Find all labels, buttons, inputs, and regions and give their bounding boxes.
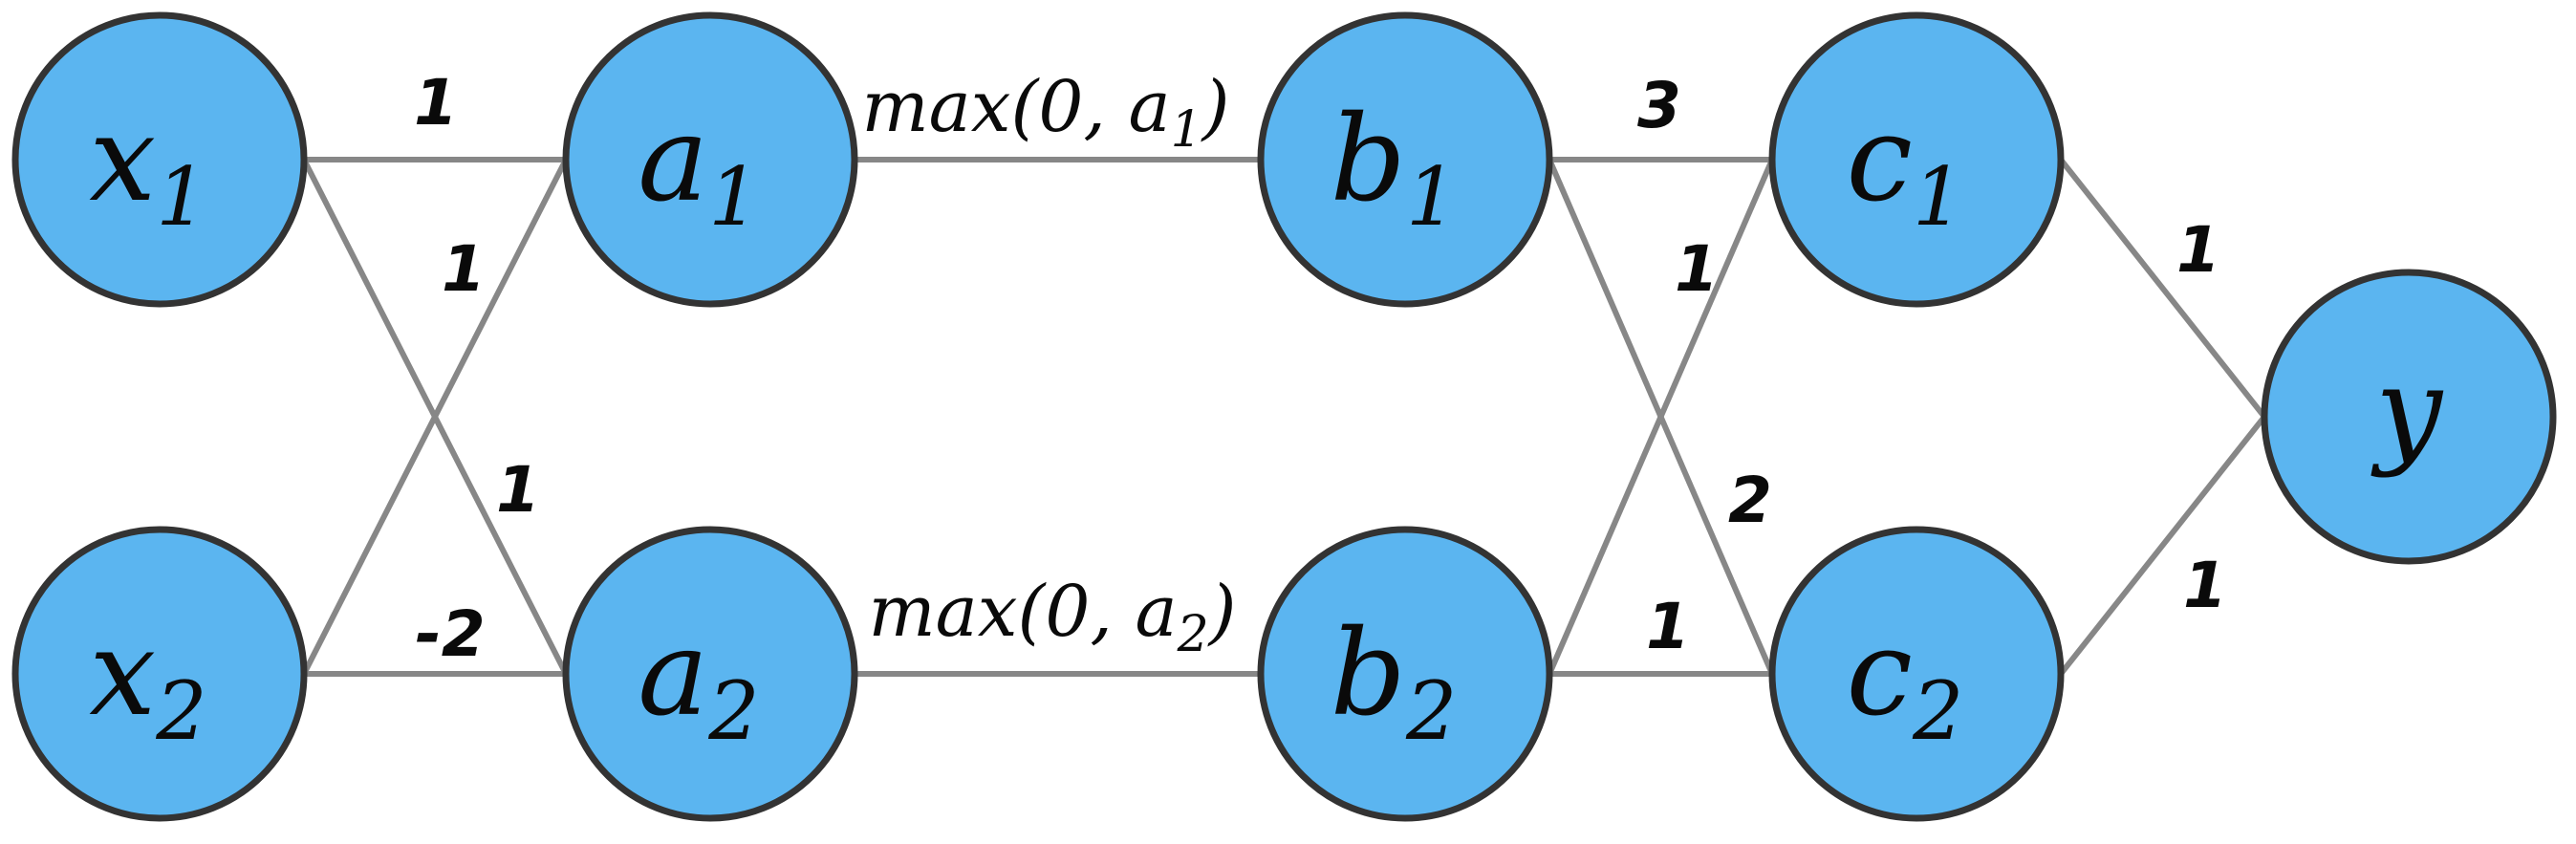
- activation-a2-b2-post: ): [1207, 571, 1237, 653]
- node-x1-base: x: [89, 91, 156, 228]
- nodes: [11, 11, 2557, 822]
- node-a2-label: a2: [638, 605, 759, 758]
- node-x2-circle: [11, 526, 308, 822]
- edge-b1-c2: [1547, 158, 1775, 676]
- node-x2-label: x2: [89, 605, 206, 758]
- node-y-circle: [2261, 269, 2557, 565]
- node-b2-label: b2: [1331, 605, 1458, 758]
- weight-c1-y: 1: [2176, 213, 2220, 287]
- node-c1-label: c1: [1847, 91, 1964, 244]
- activation-a2-b2-pre: max(0, a: [868, 571, 1177, 653]
- weight-b2-c2: 1: [1646, 590, 1690, 663]
- node-b2-circle: [1257, 526, 1553, 822]
- activation-a1-b1-pre: max(0, a: [861, 66, 1170, 148]
- node-x1-circle: [11, 11, 308, 308]
- node-a1-sub: 1: [708, 150, 759, 244]
- node-labels: x1 x2 a1 a2 b1 b2 c1 c2 y: [89, 91, 2444, 758]
- node-y-base: y: [2370, 342, 2444, 480]
- node-c2-circle: [1768, 526, 2065, 822]
- activation-a1-b1-sub: 1: [1171, 101, 1202, 159]
- node-b2-sub: 2: [1405, 664, 1457, 758]
- node-b1-sub: 1: [1406, 150, 1457, 244]
- activation-label-a2-b2: max(0, a2): [868, 571, 1236, 663]
- weight-b1-c1: 3: [1637, 69, 1681, 142]
- node-a1-circle: [562, 11, 858, 308]
- weight-x1-a1: 1: [414, 66, 458, 140]
- node-c1-base: c: [1847, 91, 1913, 228]
- weight-b2-c1: 1: [1675, 232, 1719, 306]
- activation-labels: max(0, a1) max(0, a2): [861, 66, 1236, 663]
- node-c2-sub: 2: [1912, 664, 1963, 758]
- node-x1-label: x1: [89, 91, 206, 244]
- node-x1-sub: 1: [156, 150, 206, 244]
- weight-c2-y: 1: [2183, 549, 2227, 622]
- node-y-label: y: [2370, 342, 2444, 480]
- edge-x1-a2: [301, 158, 569, 676]
- weight-x2-a1: 1: [442, 232, 486, 306]
- node-c1-circle: [1768, 11, 2065, 308]
- node-c1-sub: 1: [1913, 150, 1963, 244]
- weight-x2-a2: -2: [415, 597, 485, 671]
- activation-a1-b1-post: ): [1201, 66, 1230, 148]
- node-a2-base: a: [638, 605, 708, 743]
- node-b1-label: b1: [1331, 91, 1458, 244]
- node-a1-base: a: [638, 91, 708, 228]
- node-a2-circle: [562, 526, 858, 822]
- node-a2-sub: 2: [707, 664, 759, 758]
- node-b1-base: b: [1331, 91, 1406, 228]
- node-a1-label: a1: [638, 91, 759, 244]
- activation-a2-b2-sub: 2: [1177, 606, 1209, 663]
- activation-label-a1-b1: max(0, a1): [861, 66, 1229, 159]
- weight-b1-c2: 2: [1728, 464, 1772, 537]
- node-c2-base: c: [1847, 605, 1913, 743]
- weight-labels: 1 1 1 -2 3 1 2 1 1 1: [414, 66, 2227, 671]
- node-b1-circle: [1257, 11, 1553, 308]
- node-x2-sub: 2: [155, 664, 206, 758]
- edge-c1-y: [2058, 158, 2267, 419]
- weight-x1-a2: 1: [496, 453, 540, 527]
- edge-c2-y: [2058, 415, 2267, 676]
- node-b2-base: b: [1331, 605, 1406, 743]
- node-c2-label: c2: [1847, 605, 1964, 758]
- node-x2-base: x: [89, 605, 156, 743]
- edges: [301, 157, 2267, 677]
